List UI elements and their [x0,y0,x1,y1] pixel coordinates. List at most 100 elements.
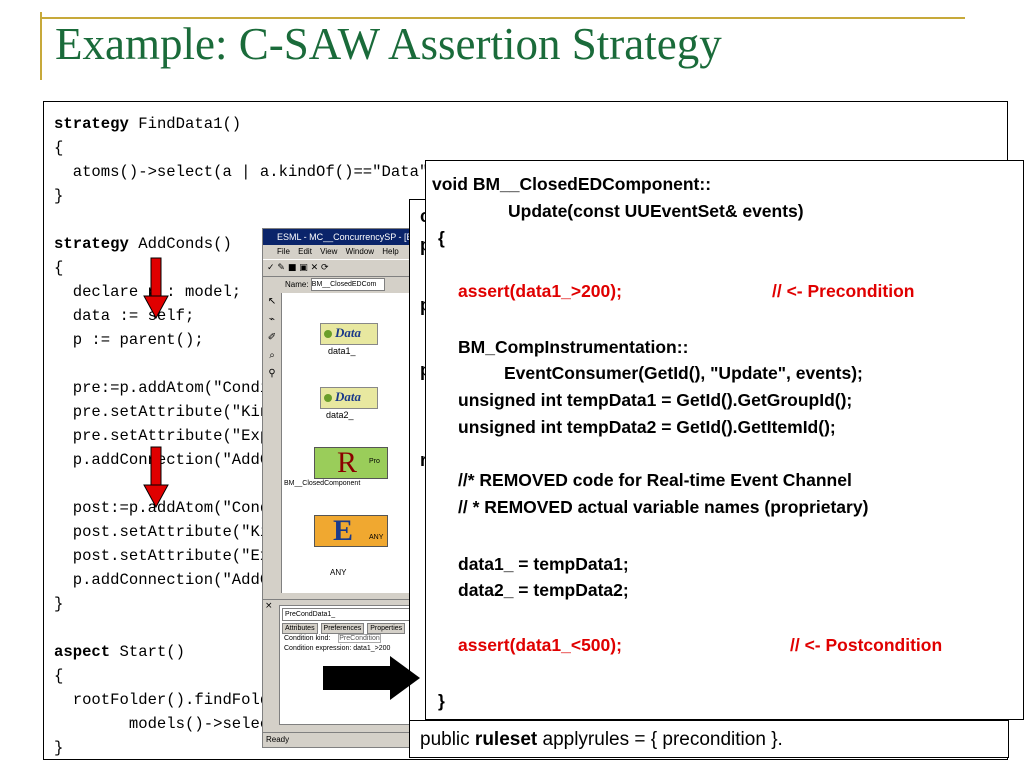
prop-kind-value[interactable]: PreCondition [338,634,381,643]
name-label: Name: [285,280,309,289]
postcondition-comment: // <- Postcondition [790,635,943,655]
strategy-code-line: } [54,186,63,206]
code-keyword: aspect [54,643,111,661]
cpp-line-5: BM_CompInstrumentation:: [458,337,689,357]
code-keyword: strategy [54,235,129,253]
prop-tabs: Attributes Preferences Properties [282,623,418,634]
e-sub-label: ANY [369,534,384,541]
pointer-tool-icon[interactable]: ↖ [267,296,277,307]
tab-properties[interactable]: Properties [367,623,406,634]
code-text: p := parent(); [54,331,204,349]
title-accent-vertical [40,12,42,80]
code-text: data := self; [54,307,195,325]
code-text: FindData1() [128,115,242,133]
save-icon[interactable]: ■ [287,263,297,273]
menu-help[interactable]: Help [382,247,399,256]
strategy-code-line: strategy AddConds() [54,234,232,254]
connect-tool-icon[interactable]: ⌁ [268,314,276,325]
atom-1-caption: data1_ [328,346,356,356]
cpp-line-11: data1_ = tempData1; [458,554,629,574]
cpp-code-panel: void BM__ClosedEDComponent:: Update(cons… [425,160,1024,720]
gme-status-bar: Ready [263,732,421,747]
data-atom-2[interactable]: Data [320,387,378,409]
gme-model-canvas[interactable]: Data data1_ Data data2_ R Pro BM__Closed… [281,293,421,593]
code-text: { [54,139,64,157]
tab-preferences[interactable]: Preferences [320,623,365,634]
prop-kind-label: Condition kind: [284,635,331,642]
prop-kind-row: Condition kind: PreCondition [284,634,416,643]
atom-dot-icon [324,330,332,338]
cpp-line-12: data2_ = tempData2; [458,580,629,600]
menu-view[interactable]: View [320,247,338,256]
back-char: r [420,450,428,470]
cpp-line-9: //* REMOVED code for Real-time Event Cha… [458,470,852,490]
gme-menu-bar: File Edit View Window Help [263,245,421,259]
ruleset-prefix: public [420,729,475,750]
title-accent-horizontal [40,17,965,19]
r-box-caption: BM__ClosedComponent [284,480,361,487]
menu-file[interactable]: File [277,247,290,256]
strategy-code-line: { [54,666,63,686]
print-icon[interactable]: ▣ [299,263,308,273]
strategy-code-line: } [54,594,63,614]
r-component-box[interactable]: R Pro [314,446,388,479]
strategy-code-line: { [54,138,63,158]
refresh-icon[interactable]: ⟳ [321,263,329,273]
cpp-line-2: Update(const UUEventSet& events) [508,201,804,221]
strategy-code-line: data := self; [54,306,195,326]
cpp-line-10: // * REMOVED actual variable names (prop… [458,497,869,517]
menu-edit[interactable]: Edit [298,247,312,256]
code-text: } [54,739,64,757]
code-text: } [54,595,64,613]
code-text: { [54,259,64,277]
menu-window[interactable]: Window [345,247,375,256]
strategy-code-line: p := parent(); [54,330,204,350]
atom-type-label: Data [335,389,361,404]
slide-title: Example: C-SAW Assertion Strategy [55,19,722,69]
panel-close-icon[interactable]: × [265,601,273,611]
gme-property-panel: PreCondData1_ Attributes Preferences Pro… [279,605,421,725]
cpp-line-7: unsigned int tempData1 = GetId().GetGrou… [458,390,853,410]
strategy-code-line: { [54,258,63,278]
data-atom-1[interactable]: Data [320,323,378,345]
cpp-line-8: unsigned int tempData2 = GetId().GetItem… [458,417,836,437]
atom-dot-icon [324,394,332,402]
cpp-line-6: EventConsumer(GetId(), "Update", events)… [504,363,863,383]
gme-window: ESML - MC__ConcurrencySP - [B File Edit … [262,228,422,748]
ruleset-keyword: ruleset [474,729,538,750]
code-text: } [54,187,64,205]
name-field[interactable]: BM__ClosedEDCom [310,278,385,292]
code-text: { [54,667,64,685]
gme-tool-palette: ↖ ⌁ ✐ ⌕ ⚲ [265,293,279,383]
e-component-box[interactable]: E ANY [314,514,388,547]
prop-name-field[interactable]: PreCondData1_ [282,608,418,621]
gme-name-bar: Name: BM__ClosedEDCom [263,277,421,293]
code-keyword: strategy [54,115,129,133]
cpp-line-3: { [438,228,445,248]
prop-expression-row[interactable]: Condition expression: data1_>200 [284,645,391,652]
tab-attributes[interactable]: Attributes [282,623,318,634]
precondition-comment: // <- Precondition [772,281,915,301]
gme-splitter[interactable] [263,599,421,600]
pencil-icon[interactable]: ✎ [277,263,285,273]
precondition-assert: assert(data1_>200); [458,281,622,301]
r-letter: R [337,446,358,479]
ruleset-suffix: applyrules = { precondition }. [537,729,783,750]
e-box-caption: ANY [330,568,347,577]
strategy-code-line: strategy FindData1() [54,114,241,134]
strategy-code-line: aspect Start() [54,642,185,662]
e-letter: E [333,514,354,547]
search-tool-icon[interactable]: ⚲ [268,368,276,379]
ruleset-line: public ruleset applyrules = { preconditi… [409,720,1009,758]
postcondition-assert: assert(data1_<500); [458,635,622,655]
edit-tool-icon[interactable]: ✐ [267,332,277,343]
check-icon[interactable]: ✓ [267,263,275,273]
code-text: AddConds() [128,235,232,253]
close-icon[interactable]: ✕ [310,263,319,273]
gme-toolbar: ✓ ✎ ■ ▣ ✕ ⟳ [263,259,421,277]
cpp-line-1: void BM__ClosedEDComponent:: [432,174,712,194]
zoom-tool-icon[interactable]: ⌕ [269,350,275,361]
code-text: Start() [110,643,186,661]
strategy-code-line: } [54,738,63,758]
atom-type-label: Data [335,325,361,340]
